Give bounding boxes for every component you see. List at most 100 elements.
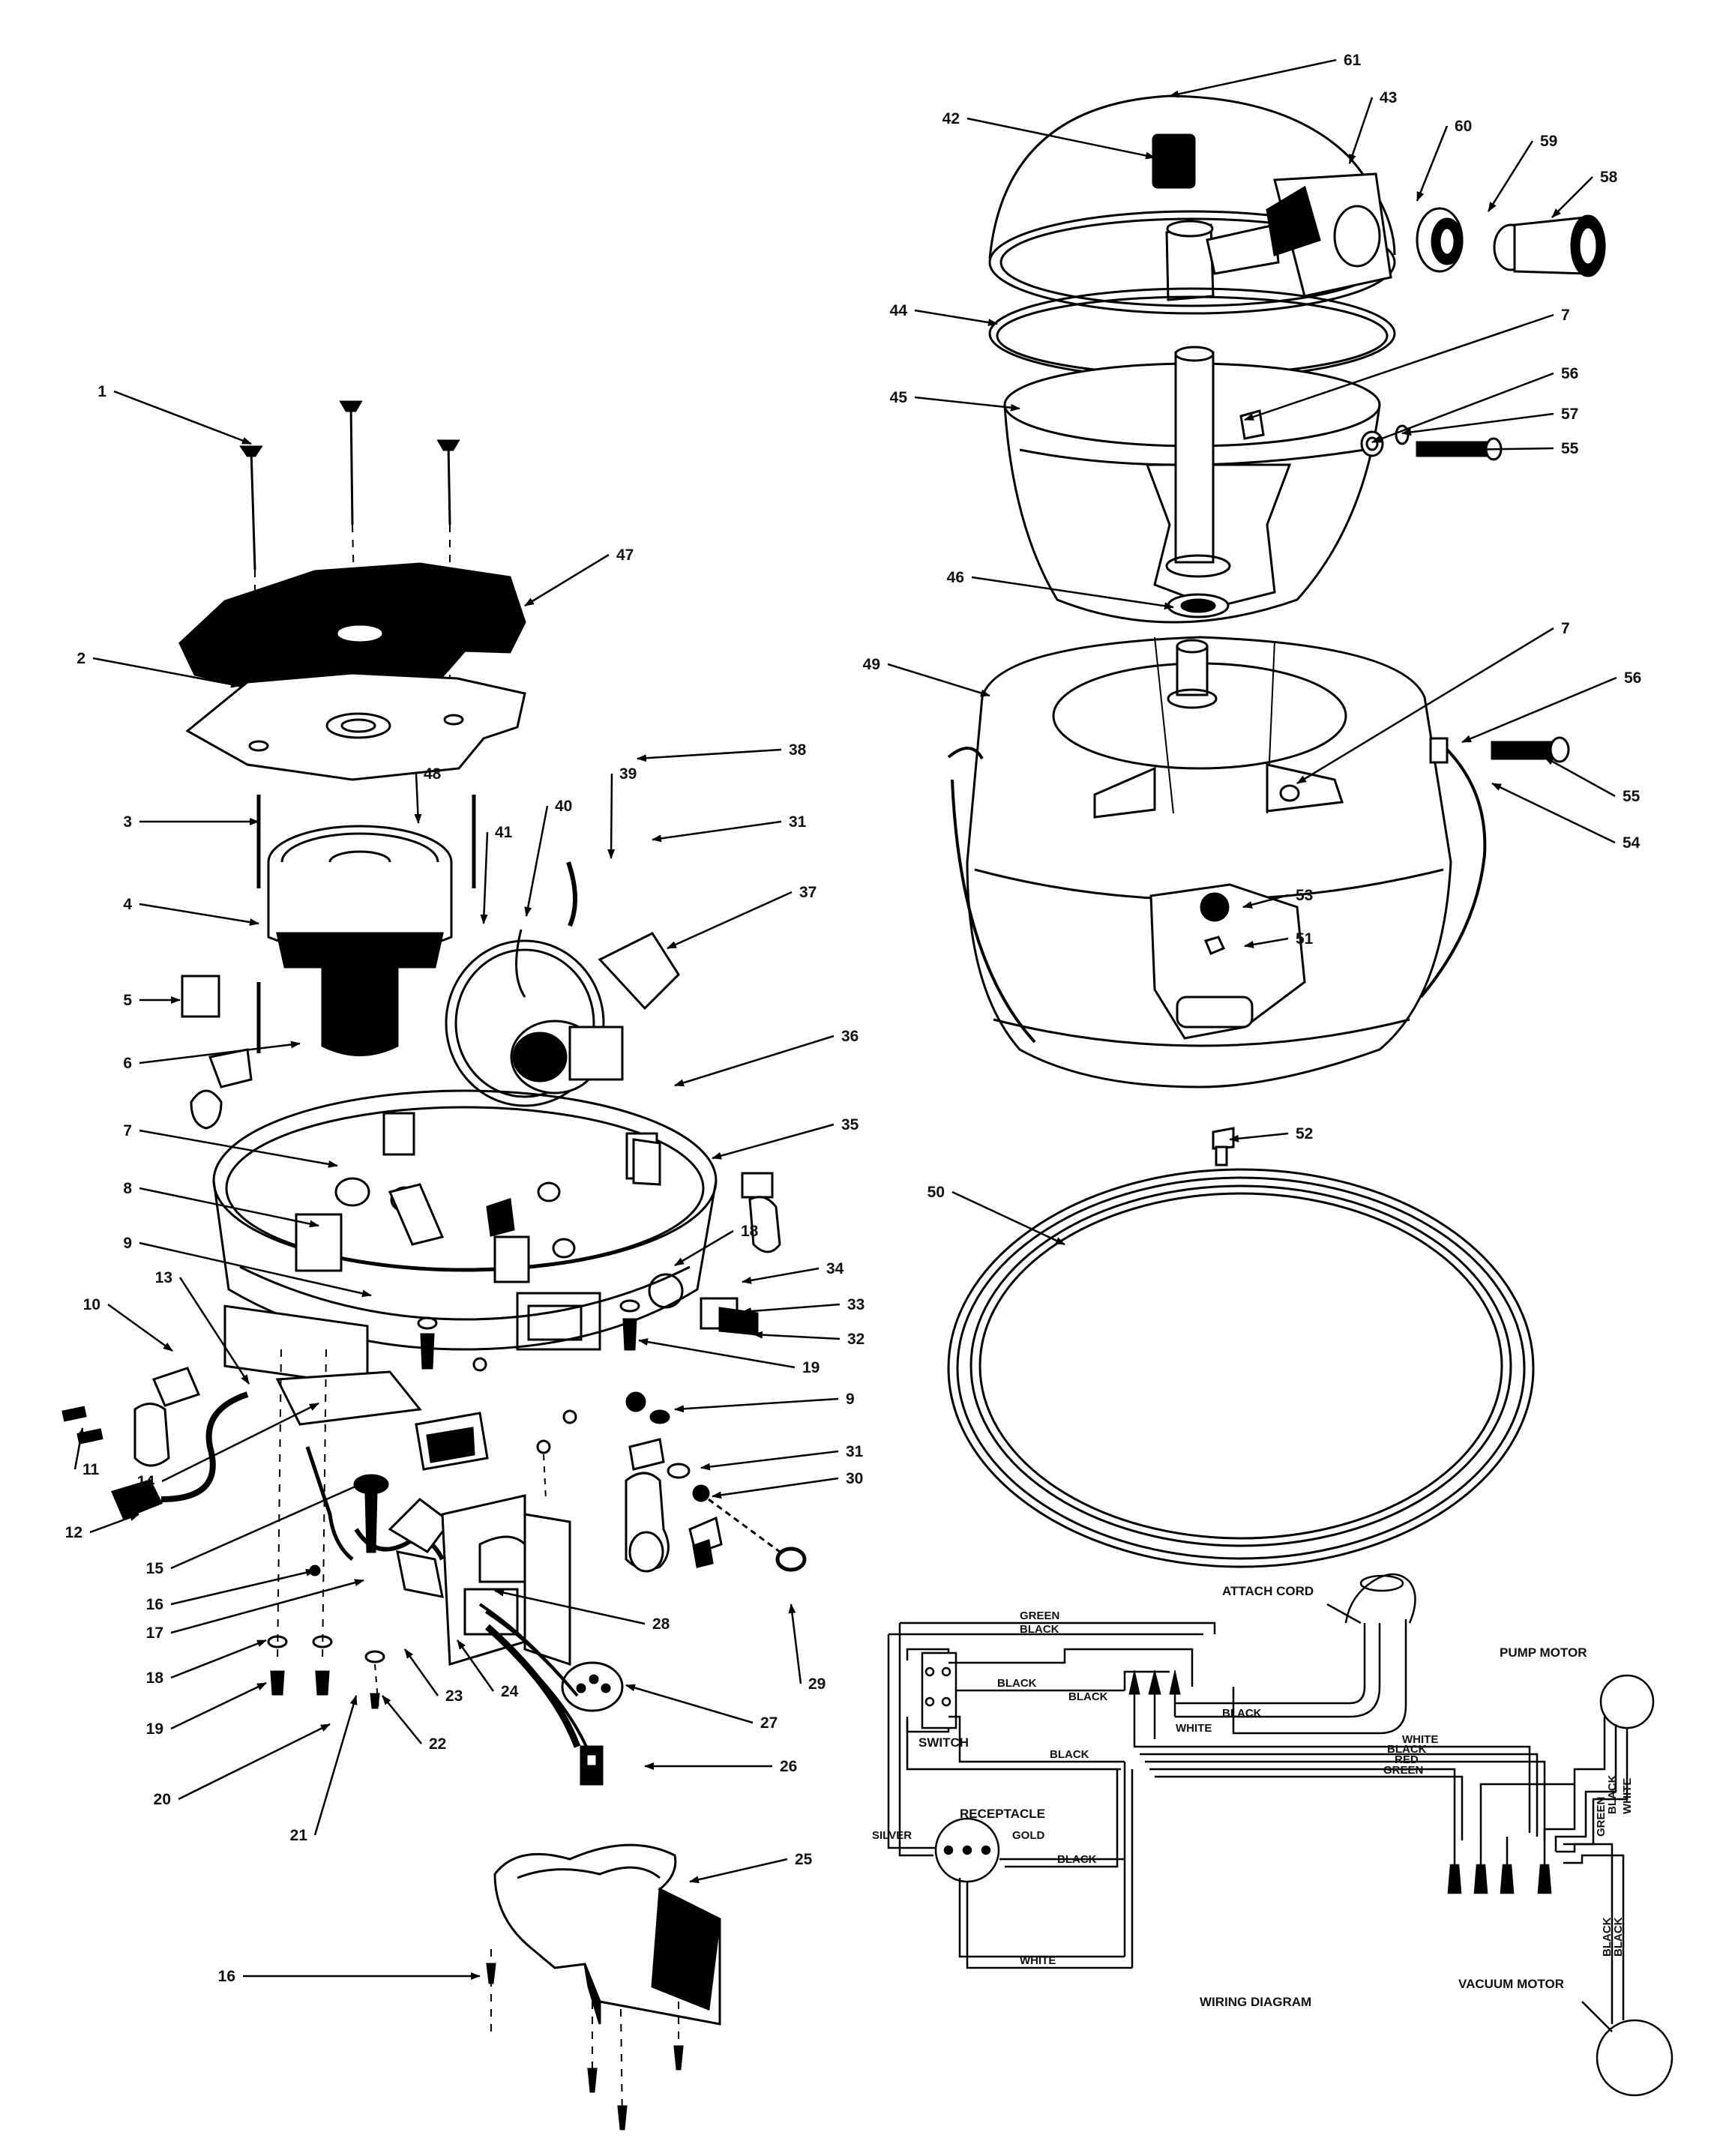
leader-line bbox=[139, 1187, 319, 1228]
callout-number: 8 bbox=[123, 1180, 132, 1197]
label-white-1: WHITE bbox=[1176, 1722, 1212, 1735]
label-pump-black: BLACK bbox=[1606, 1774, 1619, 1814]
callout-55: 55 bbox=[1544, 756, 1641, 805]
leader-line bbox=[170, 1481, 364, 1570]
callout-number: 18 bbox=[146, 1669, 164, 1687]
wiring-diagram bbox=[887, 1573, 1674, 2097]
callout-number: 7 bbox=[123, 1122, 132, 1139]
callout-43: 43 bbox=[1348, 89, 1397, 164]
callout-39: 39 bbox=[607, 765, 637, 859]
callout-number: 34 bbox=[826, 1260, 844, 1277]
callout-number: 53 bbox=[1296, 887, 1313, 904]
leader-line bbox=[313, 1695, 358, 1836]
callout-number: 4 bbox=[123, 896, 132, 913]
leader-line bbox=[971, 576, 1174, 610]
label-wiring-diagram: WIRING DIAGRAM bbox=[1200, 1995, 1311, 2009]
leader-line bbox=[107, 1303, 173, 1352]
callout-number: 31 bbox=[789, 813, 807, 831]
label-white-2: WHITE bbox=[1402, 1733, 1438, 1746]
callout-57: 57 bbox=[1401, 406, 1578, 436]
callout-47: 47 bbox=[524, 546, 634, 607]
label-pump-green: GREEN bbox=[1595, 1797, 1608, 1837]
leader-line bbox=[1544, 756, 1616, 798]
callout-35: 35 bbox=[712, 1116, 859, 1160]
callout-number: 43 bbox=[1380, 89, 1397, 106]
callout-number: 45 bbox=[890, 389, 908, 406]
leader-line bbox=[1244, 937, 1289, 948]
leader-line bbox=[1169, 58, 1337, 98]
leader-line bbox=[382, 1695, 422, 1744]
leader-line bbox=[414, 773, 422, 824]
callout-23: 23 bbox=[403, 1648, 463, 1705]
callout-number: 24 bbox=[501, 1683, 519, 1700]
leader-line bbox=[674, 1397, 839, 1413]
callout-3: 3 bbox=[123, 813, 259, 831]
callout-number: 21 bbox=[290, 1827, 308, 1844]
callout-number: 29 bbox=[808, 1675, 826, 1693]
pump-motor-assembly bbox=[510, 932, 680, 1094]
leader-line bbox=[742, 1303, 841, 1316]
callout-7: 7 bbox=[1296, 620, 1570, 785]
main-body bbox=[947, 636, 1487, 1088]
callout-number: 49 bbox=[863, 656, 880, 673]
label-green-top: GREEN bbox=[1020, 1610, 1059, 1622]
leader-line bbox=[638, 1338, 796, 1369]
callout-number: 46 bbox=[947, 569, 964, 586]
label-black-recept: BLACK bbox=[1057, 1853, 1097, 1866]
callout-number: 30 bbox=[846, 1470, 863, 1487]
leader-line bbox=[674, 1229, 734, 1267]
callout-9: 9 bbox=[123, 1235, 372, 1298]
callout-number: 35 bbox=[841, 1116, 859, 1133]
leader-line bbox=[712, 1123, 835, 1160]
leader-line bbox=[170, 1579, 364, 1634]
callout-number: 50 bbox=[927, 1184, 945, 1201]
leader-line bbox=[139, 1241, 372, 1298]
callout-6: 6 bbox=[123, 1041, 301, 1072]
callout-number: 3 bbox=[123, 813, 132, 831]
side-knob bbox=[648, 1273, 759, 1336]
callout-7: 7 bbox=[123, 1122, 338, 1168]
leader-line bbox=[1348, 97, 1374, 164]
callout-number: 56 bbox=[1561, 365, 1578, 382]
callout-number: 14 bbox=[137, 1473, 155, 1490]
callout-56: 56 bbox=[1371, 365, 1578, 444]
leader-line bbox=[712, 1477, 839, 1499]
callout-number: 18 bbox=[741, 1223, 759, 1240]
callout-number: 27 bbox=[760, 1714, 778, 1732]
callout-28: 28 bbox=[494, 1589, 670, 1633]
callout-55: 55 bbox=[1454, 440, 1579, 457]
callout-7: 7 bbox=[1244, 307, 1570, 421]
callout-number: 7 bbox=[1561, 620, 1570, 637]
leader-line bbox=[966, 117, 1155, 160]
leader-line bbox=[1296, 627, 1554, 785]
callout-number: 58 bbox=[1600, 169, 1618, 186]
callout-number: 16 bbox=[218, 1968, 235, 1985]
leader-line bbox=[1242, 894, 1289, 909]
callout-19: 19 bbox=[638, 1338, 820, 1376]
callout-27: 27 bbox=[625, 1684, 778, 1732]
callout-33: 33 bbox=[742, 1296, 864, 1316]
callout-15: 15 bbox=[146, 1481, 364, 1577]
callout-26: 26 bbox=[644, 1758, 797, 1775]
leader-line bbox=[914, 396, 1020, 412]
leader-line bbox=[1454, 445, 1554, 454]
callout-number: 20 bbox=[154, 1791, 171, 1808]
label-switch: SWITCH bbox=[918, 1735, 969, 1750]
callout-number: 52 bbox=[1296, 1125, 1313, 1142]
callout-13: 13 bbox=[155, 1269, 250, 1385]
leader-line bbox=[1244, 313, 1554, 421]
callout-number: 32 bbox=[847, 1331, 864, 1348]
callout-59: 59 bbox=[1487, 133, 1557, 212]
label-silver: SILVER bbox=[872, 1829, 912, 1842]
leader-line bbox=[73, 1427, 85, 1470]
mounting-plate bbox=[185, 672, 526, 781]
callout-53: 53 bbox=[1242, 887, 1313, 909]
callout-16: 16 bbox=[146, 1568, 316, 1613]
leader-line bbox=[689, 1858, 788, 1884]
callout-50: 50 bbox=[927, 1184, 1065, 1246]
label-receptacle: RECEPTACLE bbox=[960, 1807, 1045, 1821]
callout-number: 55 bbox=[1623, 788, 1641, 805]
callout-24: 24 bbox=[456, 1639, 519, 1700]
